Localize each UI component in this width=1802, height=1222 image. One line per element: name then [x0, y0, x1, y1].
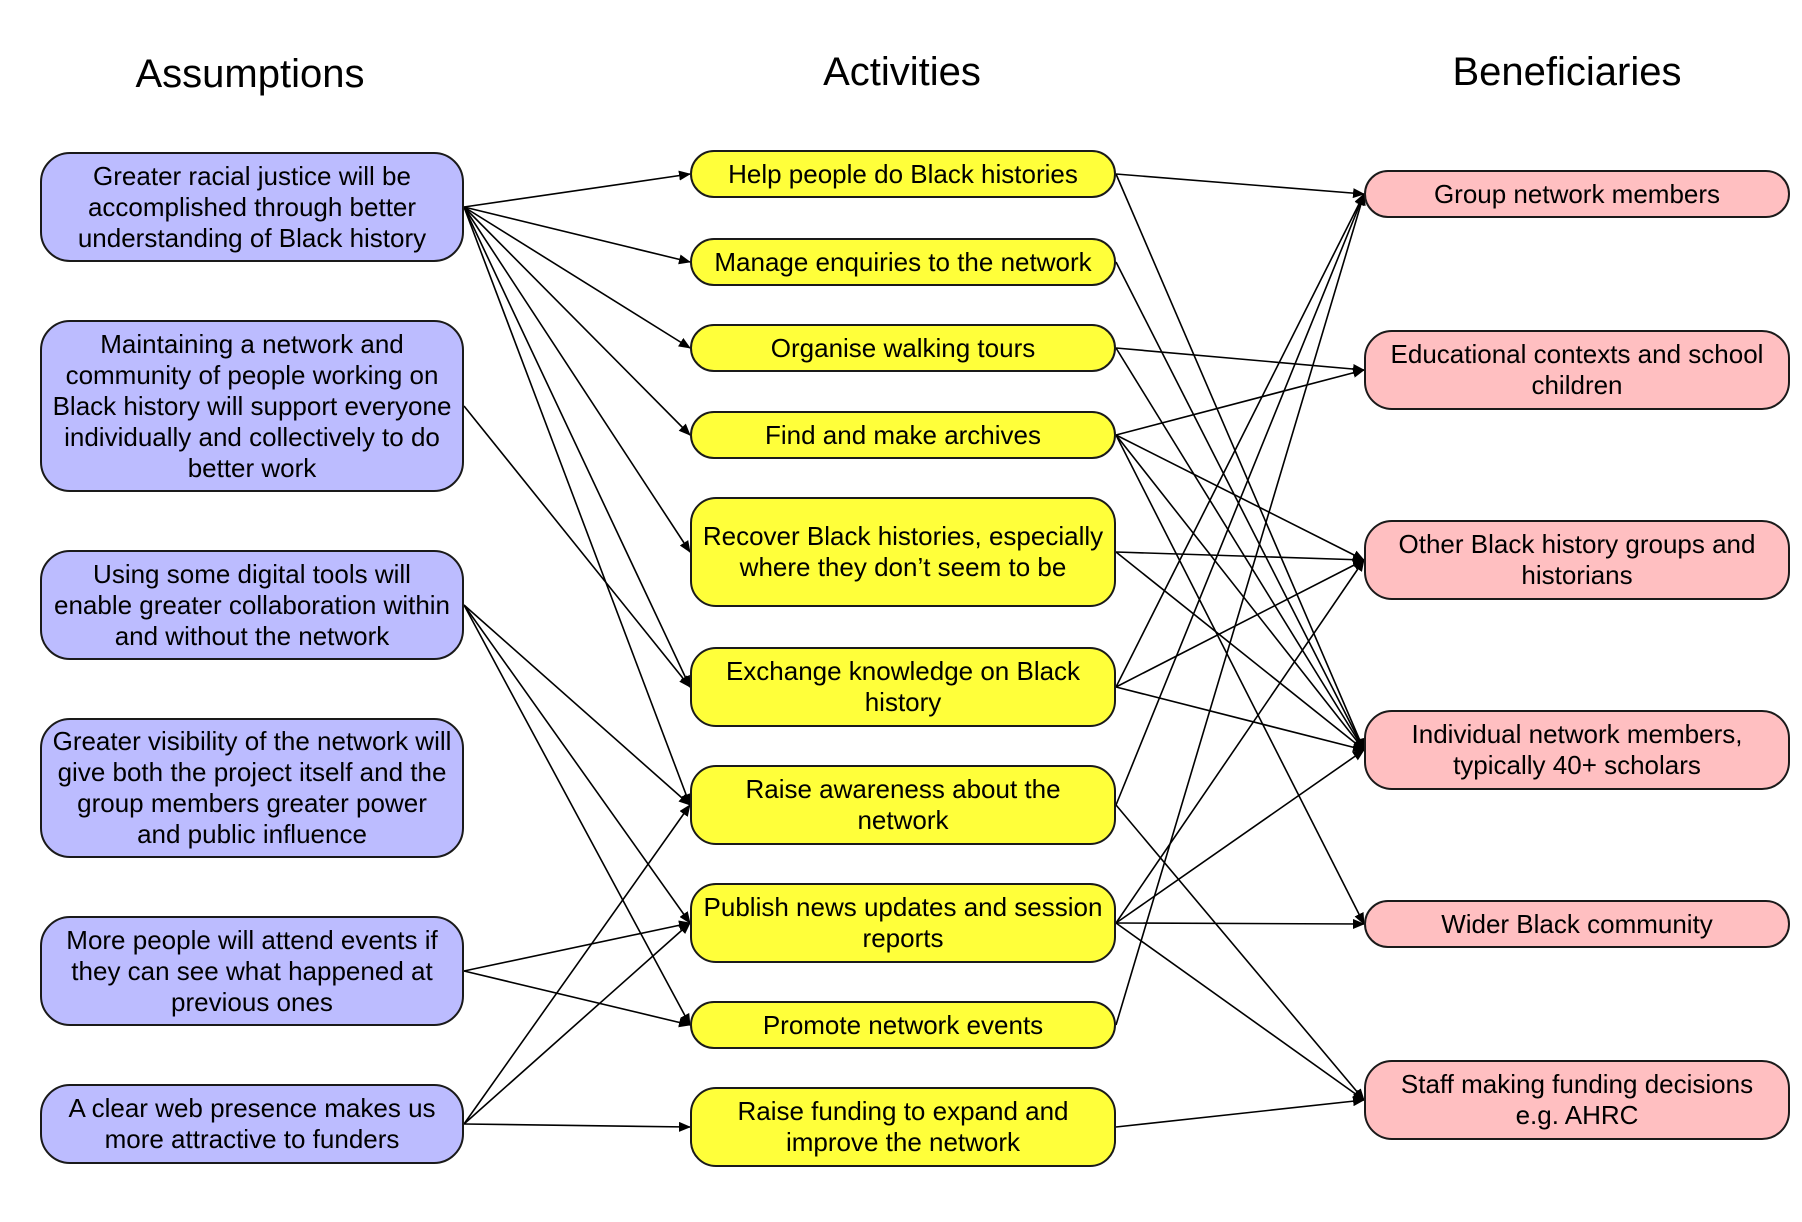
- arrow-c6-to-b4: [1115, 686, 1365, 753]
- assumption-greater-visibility: Greater visibility of the network will g…: [40, 718, 464, 858]
- arrow-a1-to-c4: [463, 206, 691, 436]
- arrow-c6-to-b1: [1115, 193, 1365, 688]
- activity-manage-enquiries: Manage enquiries to the network: [690, 238, 1116, 286]
- arrow-c8-to-b5: [1115, 918, 1365, 929]
- arrow-c1-to-b4: [1115, 173, 1365, 751]
- arrow-c9-to-b1: [1115, 193, 1366, 1026]
- activity-exchange-knowledge: Exchange knowledge on Black history: [690, 647, 1116, 727]
- beneficiary-black-history-groups: Other Black history groups and historian…: [1364, 520, 1790, 600]
- arrow-c1-to-b1: [1115, 173, 1365, 199]
- arrow-a6-to-c10: [463, 1121, 691, 1132]
- activity-help-black-histories: Help people do Black histories: [690, 150, 1116, 198]
- activities-heading: Activities: [823, 50, 981, 94]
- beneficiaries-heading: Beneficiaries: [1452, 50, 1682, 94]
- activity-publish-news: Publish news updates and session reports: [690, 883, 1116, 963]
- arrow-a6-to-c7: [463, 804, 691, 1125]
- arrow-a1-to-c3: [463, 206, 691, 349]
- arrow-c8-to-b3: [1115, 559, 1365, 924]
- assumption-digital-tools: Using some digital tools will enable gre…: [40, 550, 464, 660]
- arrow-a3-to-c8: [463, 604, 691, 924]
- arrow-c7-to-b6: [1115, 804, 1365, 1101]
- beneficiary-funding-staff: Staff making funding decisions e.g. AHRC: [1364, 1060, 1790, 1140]
- activity-recover-histories: Recover Black histories, especially wher…: [690, 497, 1116, 607]
- arrow-c3-to-b2: [1115, 347, 1365, 375]
- arrow-a6-to-c8: [463, 922, 691, 1125]
- arrow-a1-to-c6: [463, 206, 691, 688]
- activity-promote-events: Promote network events: [690, 1001, 1116, 1049]
- arrow-a2-to-c6: [463, 405, 691, 688]
- arrow-c4-to-b2: [1115, 367, 1365, 436]
- beneficiary-group-network-members: Group network members: [1364, 170, 1790, 218]
- arrow-c2-to-b4: [1115, 261, 1365, 751]
- arrow-a1-to-c7: [463, 206, 691, 806]
- assumption-network-community: Maintaining a network and community of p…: [40, 320, 464, 492]
- arrow-a3-to-c9: [463, 604, 691, 1026]
- activity-walking-tours: Organise walking tours: [690, 324, 1116, 372]
- arrow-c5-to-b4: [1115, 551, 1365, 751]
- arrow-c7-to-b1: [1115, 193, 1365, 806]
- arrow-a3-to-c7: [463, 604, 691, 806]
- beneficiary-individual-members: Individual network members, typically 40…: [1364, 710, 1790, 790]
- arrow-c4-to-b5: [1115, 434, 1365, 925]
- arrow-c4-to-b4: [1115, 434, 1365, 751]
- assumption-event-attendance: More people will attend events if they c…: [40, 916, 464, 1026]
- beneficiary-educational-contexts: Educational contexts and school children: [1364, 330, 1790, 410]
- activity-find-archives: Find and make archives: [690, 411, 1116, 459]
- arrow-a5-to-c9: [463, 970, 691, 1028]
- arrow-c8-to-b6: [1115, 922, 1365, 1101]
- beneficiary-wider-black-community: Wider Black community: [1364, 900, 1790, 948]
- arrow-a1-to-c2: [463, 206, 691, 265]
- arrow-c5-to-b3: [1115, 551, 1365, 565]
- arrow-c8-to-b4: [1115, 749, 1365, 924]
- activity-raise-funding: Raise funding to expand and improve the …: [690, 1087, 1116, 1167]
- arrow-c6-to-b3: [1115, 559, 1365, 688]
- arrow-a1-to-c5: [463, 206, 691, 553]
- activity-raise-awareness: Raise awareness about the network: [690, 765, 1116, 845]
- assumption-racial-justice: Greater racial justice will be accomplis…: [40, 152, 464, 262]
- assumptions-heading: Assumptions: [135, 52, 365, 96]
- arrow-a5-to-c8: [463, 920, 691, 972]
- arrow-c3-to-b4: [1115, 347, 1365, 751]
- assumption-web-presence: A clear web presence makes us more attra…: [40, 1084, 464, 1164]
- arrow-a1-to-c1: [463, 170, 691, 208]
- arrow-c10-to-b6: [1115, 1096, 1365, 1128]
